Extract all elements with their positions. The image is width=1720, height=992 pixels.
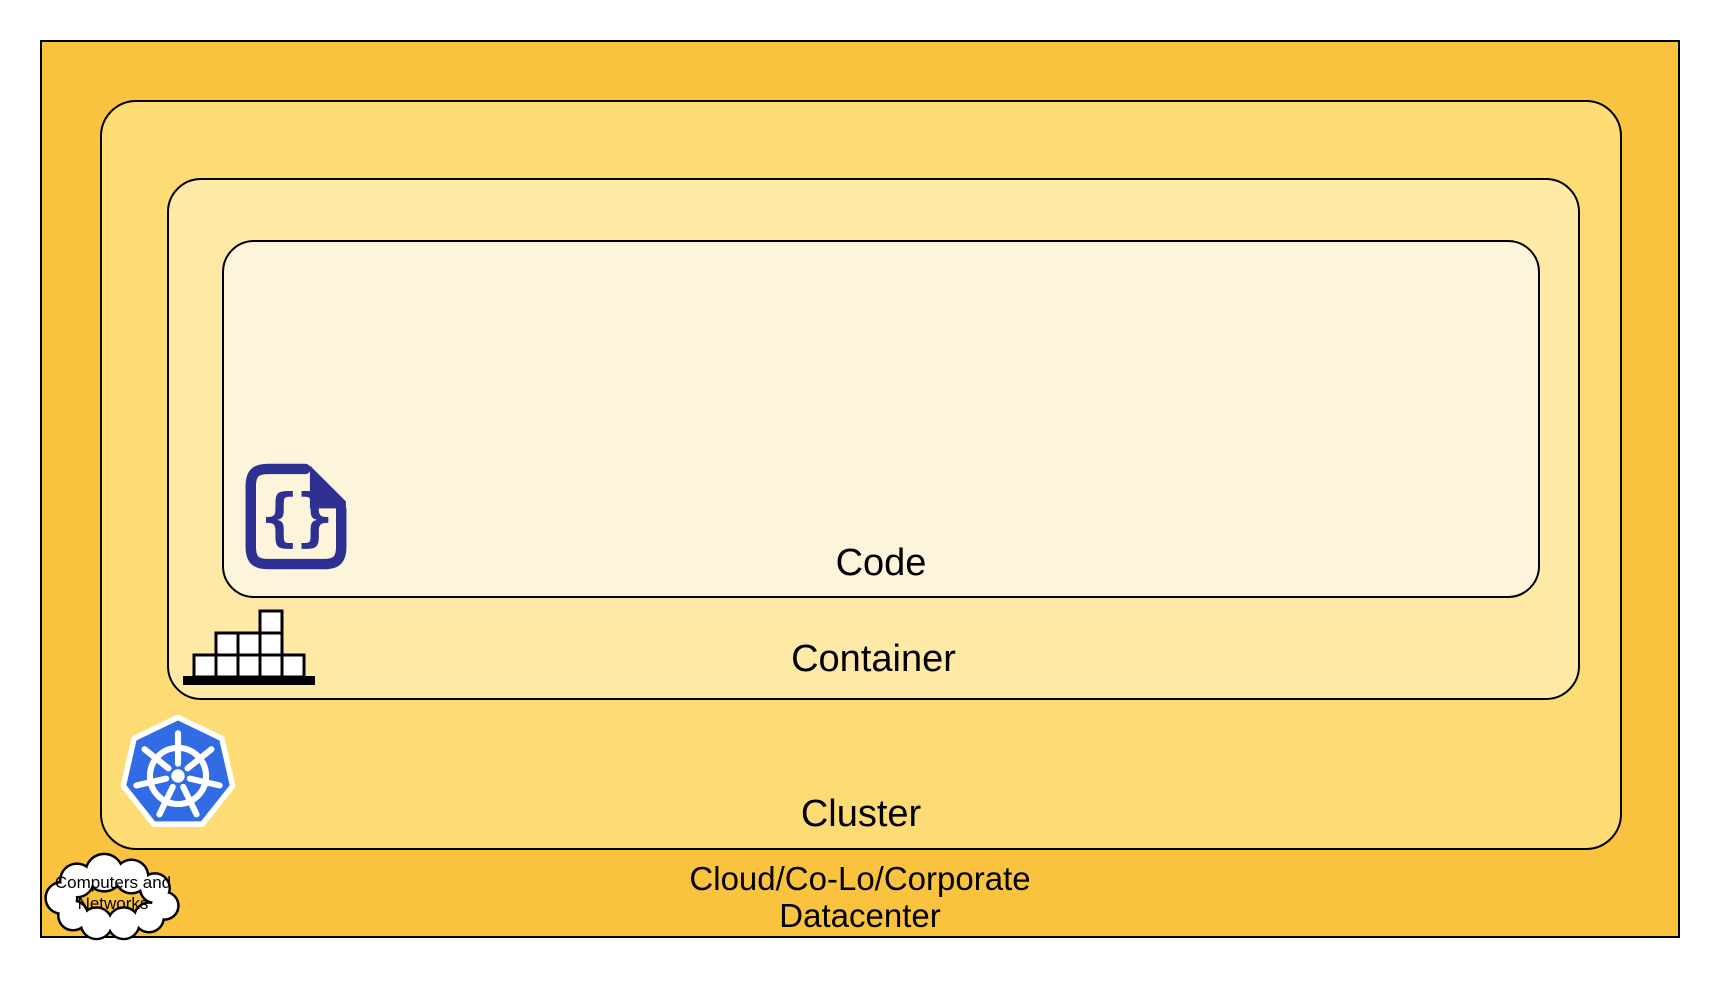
code-file-icon: {} [238,456,354,577]
cloud-icon: Computers and Networks [40,851,186,941]
cloud-label: Computers and Networks [40,872,186,915]
container-blocks-icon [183,609,317,686]
datacenter-label-line2: Datacenter [779,896,941,934]
datacenter-label-line1: Cloud/Co-Lo/Corporate [689,860,1031,898]
cloud-label-line2: Networks [77,894,149,914]
kubernetes-icon [117,711,239,836]
cluster-label: Cluster [800,793,922,836]
code-label: Code [835,542,927,585]
layer-code: Code [222,240,1540,598]
layer-container: Code Container [167,178,1580,700]
code-braces-glyph: {} [261,481,332,554]
layer-cluster: Code Container Cluster [100,100,1622,850]
cloud-label-line1: Computers and [54,873,172,892]
container-label: Container [791,638,956,681]
datacenter-label: Cloud/Co-Lo/Corporate Datacenter [42,861,1678,934]
layer-datacenter: Code Container Cluster Cloud/Co-Lo/Corpo… [40,40,1680,938]
